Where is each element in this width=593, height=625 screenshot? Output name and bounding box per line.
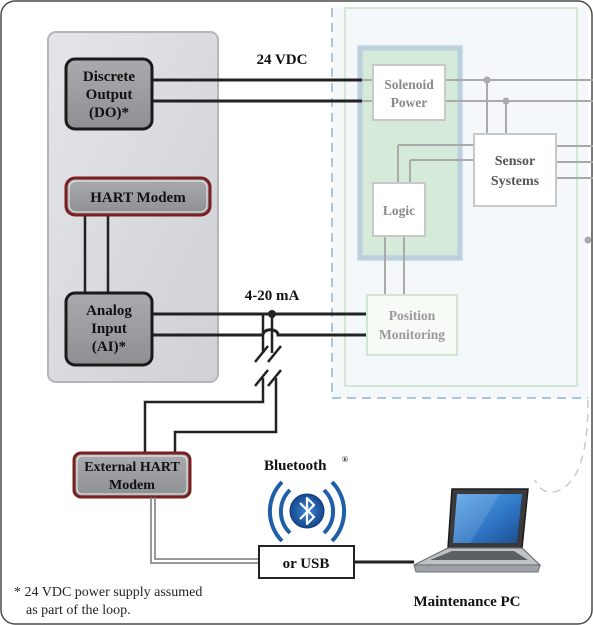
do-line-1: Discrete — [83, 69, 136, 85]
solenoid-line-2: Power — [391, 95, 428, 110]
ext-modem-line-1: External HART — [84, 460, 180, 475]
bluetooth-label: Bluetooth — [264, 458, 327, 474]
ai-line-3: (AI)* — [92, 339, 126, 355]
hart-branch-wires — [143, 314, 282, 458]
usb-box: or USB — [258, 545, 355, 579]
laptop-icon — [413, 488, 542, 573]
sensor-systems-box: Sensor Systems — [473, 133, 557, 207]
position-monitoring-box: Position Monitoring — [366, 294, 458, 356]
discrete-output-box: Discrete Output (DO)* — [64, 57, 154, 131]
sensor-line-1: Sensor — [495, 154, 535, 169]
hart-modem-label: HART Modem — [90, 190, 186, 206]
footnote-line-1: * 24 VDC power supply assumed — [14, 585, 202, 600]
analog-input-box: Analog Input (AI)* — [64, 291, 154, 367]
bluetooth-registered-mark: ® — [342, 455, 348, 464]
position-line-1: Position — [389, 308, 436, 323]
bluetooth-icon — [267, 480, 347, 543]
current-loop-label: 4-20 mA — [245, 288, 300, 304]
hart-modem-box: HART Modem — [64, 176, 212, 217]
sensor-line-2: Systems — [491, 174, 540, 189]
footnote-line-2: as part of the loop. — [26, 603, 131, 618]
dc-wires — [152, 78, 362, 103]
dc-supply-label: 24 VDC — [257, 52, 308, 68]
do-line-3: (DO)* — [89, 105, 129, 121]
do-line-2: Output — [86, 87, 133, 103]
usb-label: or USB — [283, 556, 330, 572]
ai-line-1: Analog — [86, 303, 132, 319]
logic-label: Logic — [383, 203, 415, 218]
logic-box: Logic — [372, 182, 426, 237]
external-hart-modem-box: External HART Modem — [72, 451, 192, 499]
maintenance-pc-label: Maintenance PC — [413, 594, 520, 610]
ext-modem-line-2: Modem — [109, 478, 155, 493]
solenoid-line-1: Solenoid — [384, 77, 434, 92]
solenoid-power-box: Solenoid Power — [372, 64, 446, 121]
position-line-2: Monitoring — [379, 327, 445, 342]
ai-line-2: Input — [91, 321, 127, 337]
